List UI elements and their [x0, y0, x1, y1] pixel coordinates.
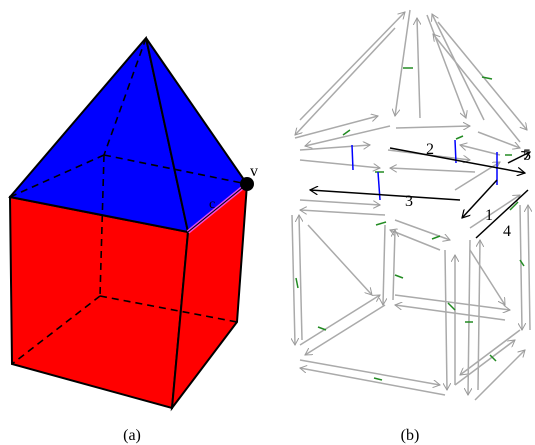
edge-label-1: 1	[485, 207, 493, 224]
roof-base-half-edges	[299, 145, 500, 191]
front-face	[8, 195, 190, 410]
labeled-edges	[310, 147, 530, 239]
caption-b: (b)	[401, 427, 420, 444]
next-links	[295, 67, 525, 381]
vertex-v-dot	[240, 177, 254, 191]
panel-b-half-edge-diagram	[292, 9, 530, 401]
edge-label-5: 5	[523, 147, 531, 164]
edge-label: c	[209, 197, 215, 212]
edge-2	[389, 147, 525, 173]
caption-a: (a)	[123, 427, 141, 444]
edge-4	[475, 189, 529, 239]
edge-3a	[310, 190, 461, 201]
vertex-label: v	[250, 163, 258, 180]
edge-label-2: 2	[426, 141, 434, 158]
edge-label-4: 4	[503, 223, 511, 240]
hidden-edges	[9, 37, 248, 365]
edge-label-3: 3	[405, 193, 413, 210]
panel-a-house-solid: v c	[8, 35, 258, 412]
edge-1	[462, 179, 498, 218]
roof-half-edges	[295, 9, 527, 148]
box-bottom-half-edges	[300, 224, 525, 401]
edge-5	[507, 152, 530, 164]
box-vertical-half-edges	[292, 205, 530, 395]
